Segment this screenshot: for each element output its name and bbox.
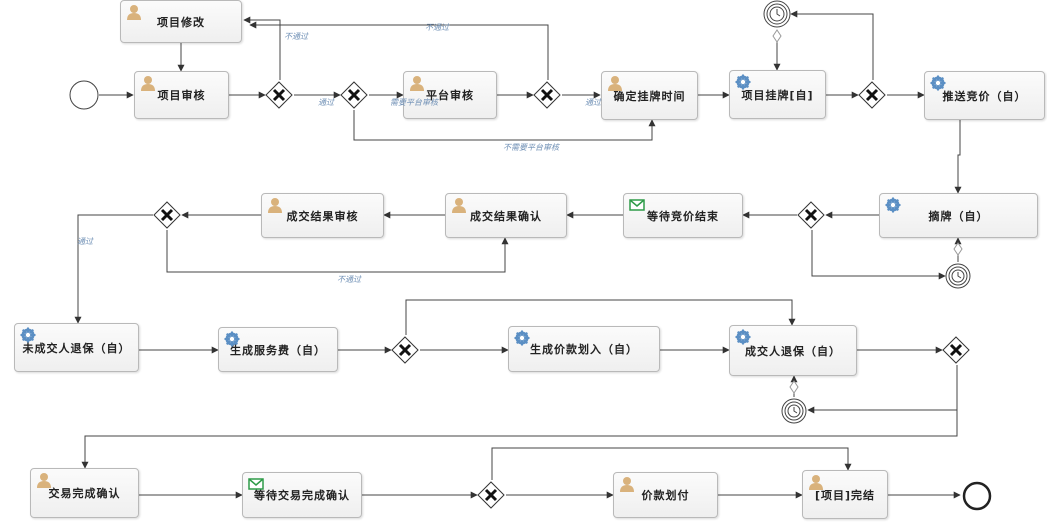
user-icon (809, 475, 823, 490)
mail-icon (248, 478, 264, 490)
flow-gw8-to-tradeconfirm (81, 365, 958, 469)
gear-icon (885, 197, 901, 213)
gear-icon (930, 75, 946, 91)
flow-gw7-to-winnerrefund (405, 299, 796, 335)
task-project-close[interactable]: [项目]完结 (802, 470, 888, 519)
task-deal-result-confirm[interactable]: 成交结果确认 (445, 193, 567, 238)
start-event[interactable] (69, 80, 99, 110)
flow-gw5-to-timer2 (811, 230, 946, 280)
user-icon (268, 198, 282, 213)
exclusive-gateway-platform-check[interactable] (340, 81, 368, 109)
exclusive-gateway-icon (153, 201, 181, 229)
edge-label-reject: 不通过 (284, 32, 308, 41)
task-label: 项目挂牌[自] (741, 88, 814, 102)
user-icon (37, 473, 51, 488)
task-project-review[interactable]: 项目审核 (134, 71, 229, 119)
gear-icon (735, 329, 751, 345)
user-icon (410, 76, 424, 91)
exclusive-gateway-winner-refund[interactable] (942, 336, 970, 364)
task-label: 项目审核 (157, 89, 206, 102)
exclusive-gateway-icon (265, 81, 293, 109)
task-push-bidding-auto[interactable]: 推送竞价（自） (924, 71, 1045, 120)
flow-gw6-to-confirmresult (166, 230, 509, 273)
user-icon (452, 198, 466, 213)
edge-label-pass: 通过 (585, 98, 601, 107)
edge-label-pass: 通过 (318, 98, 334, 107)
task-label: 摘牌（自） (928, 209, 989, 223)
exclusive-gateway-service-fee[interactable] (391, 336, 419, 364)
gear-icon (224, 331, 240, 347)
task-label: 成交结果审核 (286, 209, 359, 223)
task-trade-complete-confirm[interactable]: 交易完成确认 (30, 468, 139, 518)
task-label: 平台审核 (426, 89, 474, 102)
edge-label-reject: 不通过 (425, 23, 449, 32)
task-price-payment[interactable]: 价款划付 (613, 472, 718, 518)
task-label: 生成服务费（自） (230, 343, 326, 357)
task-label: 成交人退保（自） (745, 344, 841, 358)
task-label: 确定挂牌时间 (613, 89, 686, 103)
gear-icon (735, 74, 751, 90)
edge-label-need-platform: 需要平台审核 (390, 98, 438, 107)
flow-gw2-to-confirm (353, 110, 656, 141)
task-generate-price-transfer-auto[interactable]: 生成价款划入（自） (508, 326, 660, 372)
exclusive-gateway-platform-review[interactable] (533, 81, 561, 109)
exclusive-gateway-icon (340, 81, 368, 109)
task-confirm-listing-time[interactable]: 确定挂牌时间 (601, 71, 698, 120)
exclusive-gateway-delist[interactable] (797, 201, 825, 229)
timer-event-listing[interactable] (763, 0, 791, 46)
task-label: 等待竞价结束 (647, 209, 719, 223)
task-platform-review[interactable]: 平台审核 (403, 71, 497, 119)
flow-gw6-to-refund (74, 214, 153, 324)
end-event[interactable] (962, 481, 992, 511)
task-label: 成交结果确认 (470, 209, 542, 223)
task-project-listing-auto[interactable]: 项目挂牌[自] (729, 70, 826, 119)
task-label: 价款划付 (641, 489, 690, 502)
flow-gw4-to-timer1 (790, 10, 874, 80)
timer-event-winner-refund[interactable] (780, 375, 808, 427)
task-label: 交易完成确认 (48, 487, 121, 500)
task-label: [项目]完结 (814, 488, 876, 502)
exclusive-gateway-icon (391, 336, 419, 364)
user-icon (141, 76, 155, 91)
task-wait-bidding-end[interactable]: 等待竞价结束 (623, 193, 743, 238)
edge-label-pass: 通过 (77, 237, 93, 246)
task-winner-refund-auto[interactable]: 成交人退保（自） (729, 325, 857, 376)
task-generate-service-fee-auto[interactable]: 生成服务费（自） (218, 327, 338, 372)
mail-icon (629, 199, 645, 211)
task-label: 未成交人退保（自） (22, 341, 131, 355)
gear-icon (514, 330, 530, 346)
task-deal-result-audit[interactable]: 成交结果审核 (261, 193, 384, 238)
user-icon (127, 5, 141, 20)
timer-event-delist[interactable] (944, 237, 972, 289)
task-label: 项目修改 (157, 15, 205, 29)
task-delist-auto[interactable]: 摘牌（自） (879, 193, 1038, 238)
exclusive-gateway-review[interactable] (265, 81, 293, 109)
exclusive-gateway-icon (797, 201, 825, 229)
flow-push-to-delist (954, 120, 962, 194)
exclusive-gateway-result-audit[interactable] (153, 201, 181, 229)
flow-gw1-to-modify (243, 16, 281, 80)
gear-icon (20, 327, 36, 343)
edge-label-no-platform: 不需要平台审核 (503, 143, 559, 152)
user-icon (608, 76, 622, 91)
flow-gw3-to-modify (249, 21, 549, 80)
exclusive-gateway-icon (942, 336, 970, 364)
exclusive-gateway-icon (477, 481, 505, 509)
exclusive-gateway-icon (858, 81, 886, 109)
task-label: 生成价款划入（自） (530, 343, 638, 356)
task-loser-refund-auto[interactable]: 未成交人退保（自） (14, 323, 139, 372)
task-label: 推送竞价（自） (942, 89, 1027, 103)
exclusive-gateway-listing[interactable] (858, 81, 886, 109)
flow-gw9-to-close (491, 447, 852, 480)
task-label: 等待交易完成确认 (254, 489, 350, 502)
exclusive-gateway-icon (533, 81, 561, 109)
user-icon (620, 477, 634, 492)
task-wait-trade-complete[interactable]: 等待交易完成确认 (242, 472, 362, 518)
edge-label-reject: 不通过 (337, 275, 361, 284)
exclusive-gateway-trade[interactable] (477, 481, 505, 509)
task-project-modify[interactable]: 项目修改 (120, 0, 242, 43)
